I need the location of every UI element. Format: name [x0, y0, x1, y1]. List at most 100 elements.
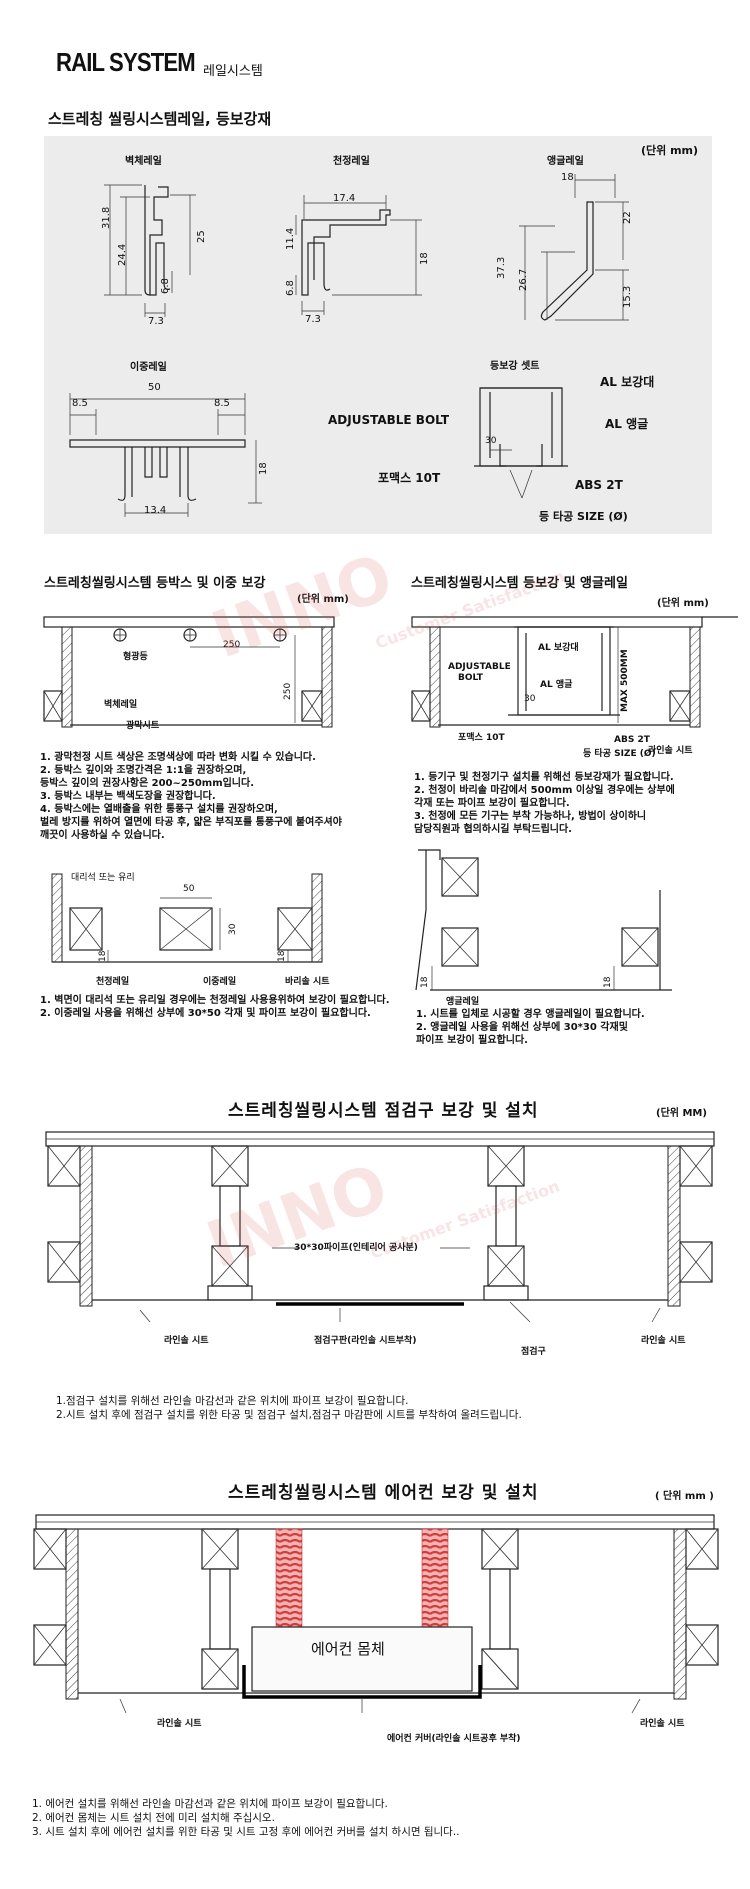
marble-wall-drawing — [51, 873, 323, 963]
note-line: 3. 천정에 모든 기구는 부착 가능하나, 방법이 상이하니 — [414, 811, 647, 822]
note-line: 깨끗이 사용하실 수 있습니다. — [40, 830, 165, 841]
light-set-al-angle: AL 앵글 — [605, 417, 649, 431]
light-set-hole: 등 타공 SIZE (Ø) — [539, 510, 628, 523]
light-box-d250b: 250 — [283, 682, 293, 700]
section1-unit: (단위 mm) — [641, 144, 699, 157]
angle-rail-dim-1: 18 — [561, 172, 574, 183]
note-line: 벌레 방지를 위하여 열면에 타공 후, 얇은 부직포를 통풍구에 붙여주셔야 — [40, 817, 342, 828]
section5-unit: ( 단위 mm ) — [655, 1491, 714, 1502]
note-line: 3. 시트 설치 후에 에어컨 설치를 위한 타공 및 시트 고정 후에 에어컨… — [32, 1826, 460, 1838]
ceiling-rail-drawing — [295, 195, 422, 315]
ceiling-rail-label: 천정레일 — [333, 156, 370, 167]
note-line: 등박스 깊이의 권장사항은 200~250mm입니다. — [40, 778, 255, 789]
light-box-d250a: 250 — [223, 640, 241, 650]
wall-rail-drawing — [104, 184, 196, 317]
note-line: 2. 앵글레일 사용을 위해선 상부에 30*30 각재및 — [416, 1022, 628, 1033]
lr-line-sheet: 라인솔 시트 — [648, 746, 693, 756]
section1-title: 스트레칭 씰링시스템레일, 등보강재 — [48, 110, 272, 128]
marble-double-rail: 이중레일 — [203, 977, 237, 987]
lr-max: MAX 500MM — [620, 649, 630, 712]
double-rail-dim-1: 50 — [148, 382, 161, 393]
marble-barisol: 바리솔 시트 — [285, 977, 330, 987]
note-line: 3. 등박스 내부는 백색도장을 권장합니다. — [40, 791, 216, 802]
marble-label: 대리석 또는 유리 — [71, 873, 135, 883]
aircon-sheet-right: 라인솔 시트 — [640, 1719, 685, 1729]
section2-left-unit: (단위 mm) — [297, 594, 349, 605]
hatch-panel-label: 점검구판(라인솔 시트부착) — [314, 1336, 417, 1346]
light-set-d30: 30 — [485, 436, 497, 446]
aircon-sheet-left: 라인솔 시트 — [157, 1719, 202, 1729]
light-set-formex: 포맥스 10T — [378, 471, 441, 485]
section4-title: 스트레칭씰링시스템 점검구 보강 및 설치 — [228, 1101, 539, 1121]
note-line: 2. 이중레일 사용을 위해선 상부에 30*50 각재 및 파이프 보강이 필… — [40, 1008, 371, 1019]
double-rail-label: 이중레일 — [130, 362, 167, 373]
wall-rail-dim-3: 25 — [196, 230, 207, 243]
light-box-sheet-label: 광막시트 — [126, 721, 160, 731]
inspection-hatch-drawing — [45, 1131, 715, 1323]
note-line: 2.시트 설치 후에 점검구 설치를 위한 타공 및 점검구 설치,점검구 마감… — [56, 1409, 522, 1421]
note-line: 1. 벽면이 대리석 또는 유리일 경우에는 천정레일 사용용위하여 보강이 필… — [40, 995, 390, 1006]
wall-rail-dim-5: 7.3 — [148, 316, 164, 327]
note-line: 2. 에어컨 몸체는 시트 설치 전에 미리 설치해 주십시오. — [32, 1812, 275, 1824]
double-rail-dim-2: 8.5 — [72, 398, 88, 409]
hatch-pipe-label: 30*30파이프(인테리어 공사분) — [294, 1243, 418, 1253]
lr-al-angle: AL 앵글 — [540, 680, 573, 690]
angle-rail-dim-5: 15.3 — [622, 285, 633, 308]
ceiling-rail-dim-3: 6.8 — [285, 280, 296, 296]
light-set-label: 등보강 셋트 — [490, 361, 540, 372]
double-rail-dim-3: 8.5 — [214, 398, 230, 409]
aircon-cover-label: 에어컨 커버(라인솔 시트공후 부착) — [387, 1734, 521, 1744]
section2-right-unit: (단위 mm) — [657, 598, 709, 609]
section2-right-notes: 1. 등기구 및 천정기구 설치를 위해선 등보강재가 필요합니다. 2. 천정… — [414, 771, 675, 836]
section4-unit: (단위 MM) — [656, 1108, 707, 1119]
marble-d50: 50 — [183, 884, 195, 894]
page-title: RAIL SYSTEM — [56, 47, 196, 77]
wall-rail-dim-4: 6.8 — [160, 278, 171, 294]
note-line: 1. 광막천정 시트 색상은 조명색상에 따라 변화 시킬 수 있습니다. — [40, 752, 316, 763]
marble-d18b: 18 — [277, 950, 287, 962]
page-subtitle: 레일시스템 — [203, 64, 263, 79]
double-rail-dim-4: 18 — [258, 462, 269, 475]
ceiling-rail-dim-2: 11.4 — [285, 227, 296, 250]
angle-install-d18a: 18 — [420, 976, 430, 988]
lr-al-reinforce: AL 보강대 — [538, 643, 579, 653]
angle-rail-install-drawing — [415, 849, 672, 991]
wall-rail-dim-1: 31.8 — [101, 206, 112, 229]
note-line: 1. 등기구 및 천정기구 설치를 위해선 등보강재가 필요합니다. — [414, 772, 674, 783]
lr-d30: 30 — [524, 694, 536, 704]
note-line: 각재 또는 파이프 보강이 필요합니다. — [414, 798, 570, 809]
note-line: 1. 에어컨 설치를 위해선 라인솔 마감선과 같은 위치에 파이프 보강이 필… — [32, 1798, 388, 1810]
light-set-bolt: ADJUSTABLE BOLT — [328, 413, 450, 427]
double-rail-dim-5: 13.4 — [144, 505, 167, 516]
hatch-sheet-right: 라인솔 시트 — [641, 1336, 686, 1346]
ceiling-rail-dim-5: 7.3 — [305, 314, 321, 325]
note-line: 4. 등박스에는 열배출을 위한 통풍구 설치를 권장하오며, — [40, 804, 278, 815]
angle-rail-dim-4: 26.7 — [518, 268, 529, 291]
note-line: 담당직원과 협의하시길 부탁드립니다. — [414, 824, 572, 835]
ceiling-rail-dim-4: 18 — [419, 252, 430, 265]
note-line: 1.점검구 설치를 위해선 라인솔 마감선과 같은 위치에 파이프 보강이 필요… — [56, 1395, 409, 1407]
note-line: 2. 등박스 깊이와 조명간격은 1:1을 권장하오며, — [40, 765, 247, 776]
light-box-wall-rail-label: 벽체레일 — [104, 700, 138, 710]
angle-rail-dim-2: 22 — [622, 211, 633, 224]
section2-left-title: 스트레칭씰링시스템 등박스 및 이중 보강 — [44, 576, 266, 591]
section2-right-title: 스트레칭씰링시스템 등보강 및 앵글레일 — [411, 576, 628, 591]
hatch-label: 점검구 — [521, 1347, 546, 1357]
aircon-body-label: 에어컨 몸체 — [311, 1640, 385, 1658]
note-line: 1. 시트를 입체로 시공할 경우 앵글레일이 필요합니다. — [416, 1009, 645, 1020]
lr-formex: 포맥스 10T — [458, 733, 505, 743]
light-box-drawing — [43, 616, 335, 728]
section5-notes: 1. 에어컨 설치를 위해선 라인솔 마감선과 같은 위치에 파이프 보강이 필… — [32, 1797, 460, 1839]
lr-abs: ABS 2T — [614, 735, 650, 745]
ceiling-rail-dim-1: 17.4 — [333, 193, 356, 204]
angle-install-d18b: 18 — [603, 976, 613, 988]
section2-left-notes: 1. 광막천정 시트 색상은 조명색상에 따라 변화 시킬 수 있습니다. 2.… — [40, 751, 342, 842]
angle-rail-label: 앵글레일 — [547, 156, 584, 167]
light-box-light-label: 형광등 — [123, 652, 148, 662]
section3-left-notes: 1. 벽면이 대리석 또는 유리일 경우에는 천정레일 사용용위하여 보강이 필… — [40, 994, 390, 1020]
section4-notes: 1.점검구 설치를 위해선 라인솔 마감선과 같은 위치에 파이프 보강이 필요… — [56, 1394, 522, 1422]
note-line: 파이프 보강이 필요합니다. — [416, 1035, 528, 1046]
angle-rail-dim-3: 37.3 — [496, 256, 507, 279]
light-set-drawing — [474, 387, 568, 499]
light-reinforce-drawing — [411, 616, 738, 728]
